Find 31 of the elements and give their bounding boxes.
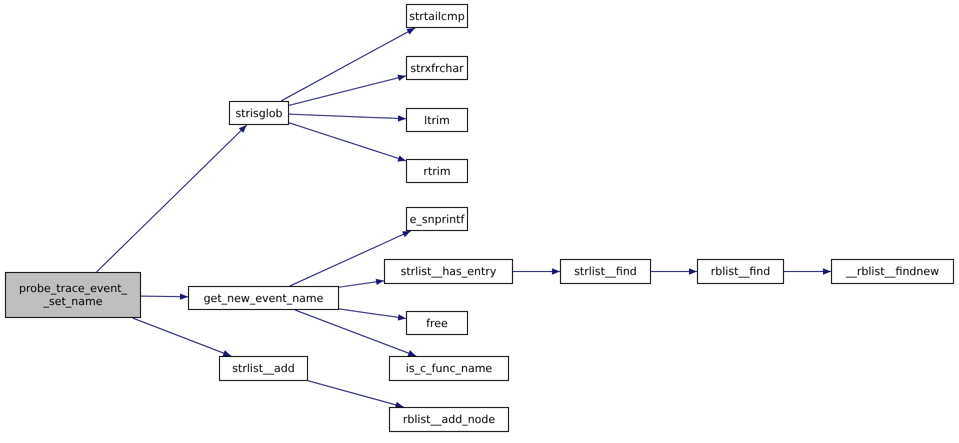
function-box: strxfrchar: [406, 56, 468, 80]
function-box: __rblist__findnew: [831, 259, 954, 284]
function-box: strlist__add: [219, 356, 308, 381]
arrow: [280, 28, 416, 102]
function-box: is_c_func_name: [389, 356, 509, 381]
function-box: strlist__find: [560, 259, 651, 284]
arrow: [289, 230, 412, 286]
arrow: [338, 308, 406, 321]
function-box: ltrim: [406, 108, 468, 132]
arrow: [294, 310, 417, 356]
arrow: [338, 278, 384, 288]
arrow: [650, 268, 698, 275]
arrow: [96, 124, 248, 272]
function-box: e_snprintf: [406, 207, 468, 231]
function-box: free: [406, 311, 468, 335]
function-box: strlist__has_entry: [384, 259, 513, 284]
arrow: [512, 268, 560, 275]
arrow: [288, 114, 406, 122]
function-box: rblist__find: [697, 259, 784, 284]
arrow: [784, 268, 832, 275]
function-box: rblist__add_node: [389, 407, 509, 432]
function-box: strisglob: [229, 101, 289, 125]
arrow: [288, 122, 406, 162]
arrow: [140, 293, 188, 300]
function-box: get_new_event_name: [188, 286, 339, 310]
selected-function-box: probe_trace_event_ _set_name: [5, 272, 141, 318]
function-box: rtrim: [406, 159, 468, 183]
arrow: [288, 74, 406, 106]
arrow: [308, 380, 404, 408]
function-box: strtailcmp: [406, 4, 468, 28]
arrow: [132, 318, 232, 356]
